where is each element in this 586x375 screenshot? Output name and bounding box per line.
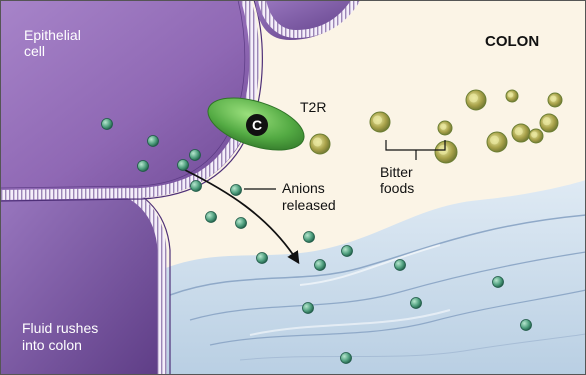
anion-particle-icon bbox=[190, 150, 201, 161]
anion-particle-icon bbox=[303, 303, 314, 314]
anions-label: Anions released bbox=[282, 180, 336, 213]
anion-particle-icon bbox=[191, 181, 202, 192]
bitter-food-icon bbox=[370, 112, 390, 132]
anion-particle-icon bbox=[231, 185, 242, 196]
anion-particle-icon bbox=[148, 136, 159, 147]
bitter-food-icon bbox=[512, 124, 530, 142]
anion-particle-icon bbox=[493, 277, 504, 288]
bitter-food-icon bbox=[438, 121, 452, 135]
bitter-food-icon bbox=[548, 93, 562, 107]
anion-particle-icon bbox=[138, 161, 149, 172]
bitter-food-icon bbox=[487, 132, 507, 152]
anion-particle-icon bbox=[257, 253, 268, 264]
t2r-label: T2R bbox=[300, 99, 326, 115]
anion-particle-icon bbox=[178, 160, 189, 171]
receptor-symbol: C bbox=[252, 117, 262, 133]
bitter-food-icon bbox=[435, 141, 457, 163]
anion-particle-icon bbox=[395, 260, 406, 271]
anion-particle-icon bbox=[236, 218, 247, 229]
bitter-food-icon bbox=[506, 90, 518, 102]
anion-particle-icon bbox=[411, 298, 422, 309]
bitter-foods-label: Bitter foods bbox=[380, 164, 417, 196]
bitter-food-icon bbox=[540, 114, 558, 132]
bitter-food-icon bbox=[466, 90, 486, 110]
anion-particle-icon bbox=[102, 119, 113, 130]
anion-particle-icon bbox=[341, 353, 352, 364]
anion-particle-icon bbox=[206, 212, 217, 223]
bitter-food-icon bbox=[310, 134, 330, 154]
anion-particle-icon bbox=[304, 232, 315, 243]
anion-particle-icon bbox=[342, 246, 353, 257]
anion-particle-icon bbox=[521, 320, 532, 331]
colon-label: COLON bbox=[485, 33, 539, 50]
anion-particle-icon bbox=[315, 260, 326, 271]
bitter-food-icon bbox=[529, 129, 543, 143]
